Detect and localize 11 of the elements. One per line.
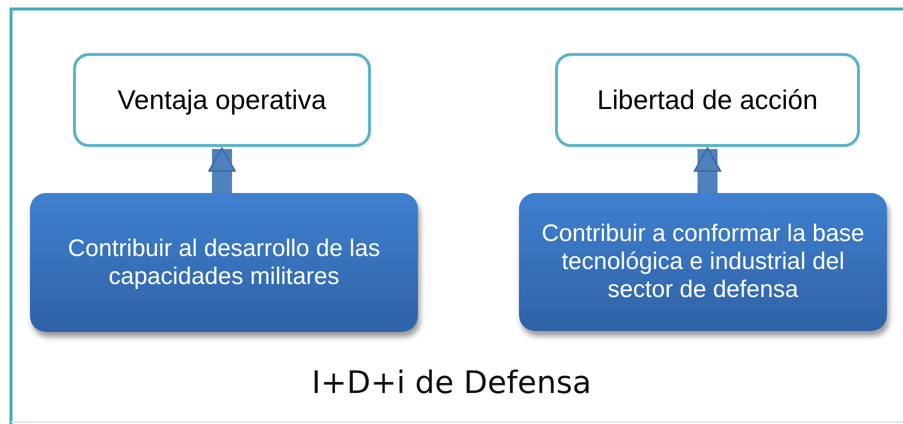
block-arrow: [208, 147, 236, 193]
outcome-box: [555, 53, 860, 147]
objective-box: [519, 193, 887, 331]
node-text: Contribuir a conformar la base tecnológica e industrial del sector de defensa: [540, 220, 866, 304]
node-text: Libertad de acción: [597, 84, 818, 116]
node-text: Contribuir al desarrollo de las capacidades militares: [66, 234, 382, 290]
node-text: Ventaja operativa: [118, 84, 326, 116]
block-arrow: [694, 147, 722, 193]
caption: I+D+i de Defensa: [310, 365, 592, 401]
outcome-box: [73, 53, 371, 147]
objective-box: [30, 193, 418, 332]
